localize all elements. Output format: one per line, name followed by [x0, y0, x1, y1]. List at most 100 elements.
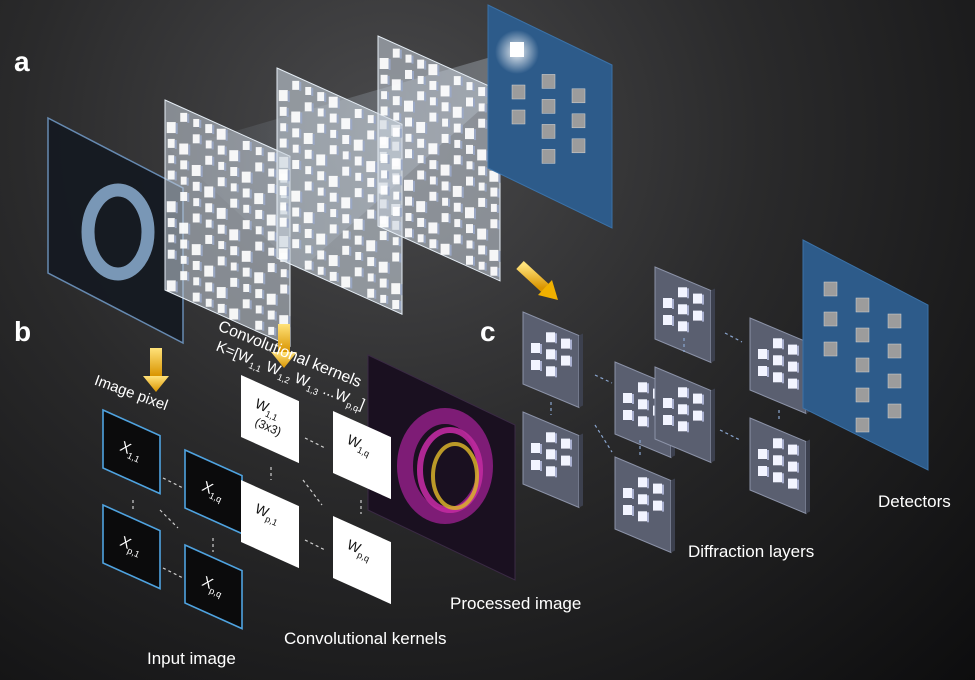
meta-atom [305, 86, 312, 95]
meta-atom [267, 231, 275, 241]
meta-atom [342, 214, 350, 224]
meta-atom [773, 472, 782, 483]
meta-atom [440, 164, 450, 176]
meta-atom [353, 139, 363, 151]
meta-atom [342, 135, 350, 145]
meta-atom [229, 308, 239, 320]
meta-atom [205, 219, 212, 228]
meta-atom [280, 284, 288, 294]
pixel-cell: X1,q [184, 448, 243, 535]
meta-atom [773, 355, 782, 366]
meta-atom [267, 183, 275, 193]
meta-atom [255, 241, 263, 251]
meta-atom [304, 149, 312, 159]
meta-atom [279, 217, 287, 227]
meta-atom [367, 194, 374, 203]
meta-atom [367, 115, 374, 124]
meta-atom [354, 235, 362, 245]
meta-atom [342, 166, 350, 176]
meta-atom [392, 127, 400, 137]
meta-atom [291, 111, 301, 123]
kernel-cell: Wp,1 [241, 480, 299, 569]
meta-atom [329, 224, 337, 234]
meta-atom [330, 129, 337, 138]
detector-cell [511, 109, 526, 125]
meta-atom [367, 257, 375, 267]
meta-atom [354, 188, 362, 198]
meta-atom [392, 48, 400, 58]
meta-atom [678, 387, 687, 398]
meta-atom [255, 147, 262, 156]
meta-atom [292, 239, 300, 249]
meta-atom [561, 338, 570, 349]
meta-atom [193, 198, 200, 207]
meta-atom [204, 265, 214, 277]
meta-atom [478, 118, 486, 128]
detector-cell [887, 373, 902, 389]
meta-atom [230, 198, 238, 208]
meta-atom [279, 315, 289, 327]
meta-atom [381, 91, 388, 100]
meta-atom [205, 282, 213, 292]
meta-atom [478, 103, 485, 112]
meta-atom [788, 378, 797, 389]
pixel-cell: X1,1 [102, 408, 161, 495]
meta-atom [638, 416, 647, 427]
meta-atom [546, 466, 555, 477]
meta-atom [489, 170, 499, 182]
meta-atom [167, 138, 175, 148]
meta-atom [192, 134, 200, 144]
diffraction-tile [749, 317, 810, 415]
meta-atom [278, 169, 288, 181]
meta-atom [404, 100, 413, 112]
meta-atom [230, 277, 238, 287]
detectors-label: Detectors [878, 492, 951, 511]
meta-atom [678, 404, 687, 415]
meta-atom [440, 243, 450, 255]
meta-atom [280, 269, 287, 278]
diffraction-plane [377, 35, 501, 282]
meta-atom [229, 150, 239, 162]
meta-atom [167, 249, 175, 259]
meta-atom [392, 252, 400, 262]
meta-atom [230, 167, 238, 177]
meta-atom [391, 283, 401, 295]
meta-atom [167, 218, 175, 228]
meta-atom [453, 123, 461, 133]
meta-atom [205, 203, 213, 213]
meta-atom [179, 143, 189, 155]
meta-atom [392, 175, 400, 185]
detector-cell [887, 343, 902, 359]
meta-atom [678, 421, 687, 432]
meta-atom [788, 461, 797, 472]
diffraction-layers-a [164, 35, 501, 348]
meta-atom [531, 460, 540, 470]
meta-atom [317, 187, 324, 196]
diffraction-plane [276, 67, 403, 316]
meta-atom [380, 74, 388, 84]
meta-atom [405, 69, 412, 79]
meta-atom [379, 278, 387, 288]
meta-atom [623, 488, 632, 498]
meta-atom [241, 171, 251, 183]
meta-atom [193, 277, 200, 286]
meta-atom [758, 349, 767, 359]
meta-atom [380, 185, 388, 195]
meta-atom [478, 261, 485, 270]
meta-atom [366, 161, 376, 173]
meta-atom [416, 121, 426, 133]
meta-atom [280, 202, 287, 211]
meta-atom [304, 181, 312, 191]
meta-atom [623, 410, 632, 420]
meta-atom [379, 216, 389, 228]
meta-atom [452, 185, 462, 197]
meta-atom [417, 91, 425, 101]
meta-atom [758, 449, 767, 459]
meta-atom [441, 102, 449, 112]
meta-atom [217, 145, 225, 155]
meta-atom [230, 262, 237, 271]
meta-atom [391, 158, 401, 170]
meta-atom [230, 246, 238, 256]
meta-atom [546, 432, 555, 443]
meta-atom [355, 251, 362, 260]
